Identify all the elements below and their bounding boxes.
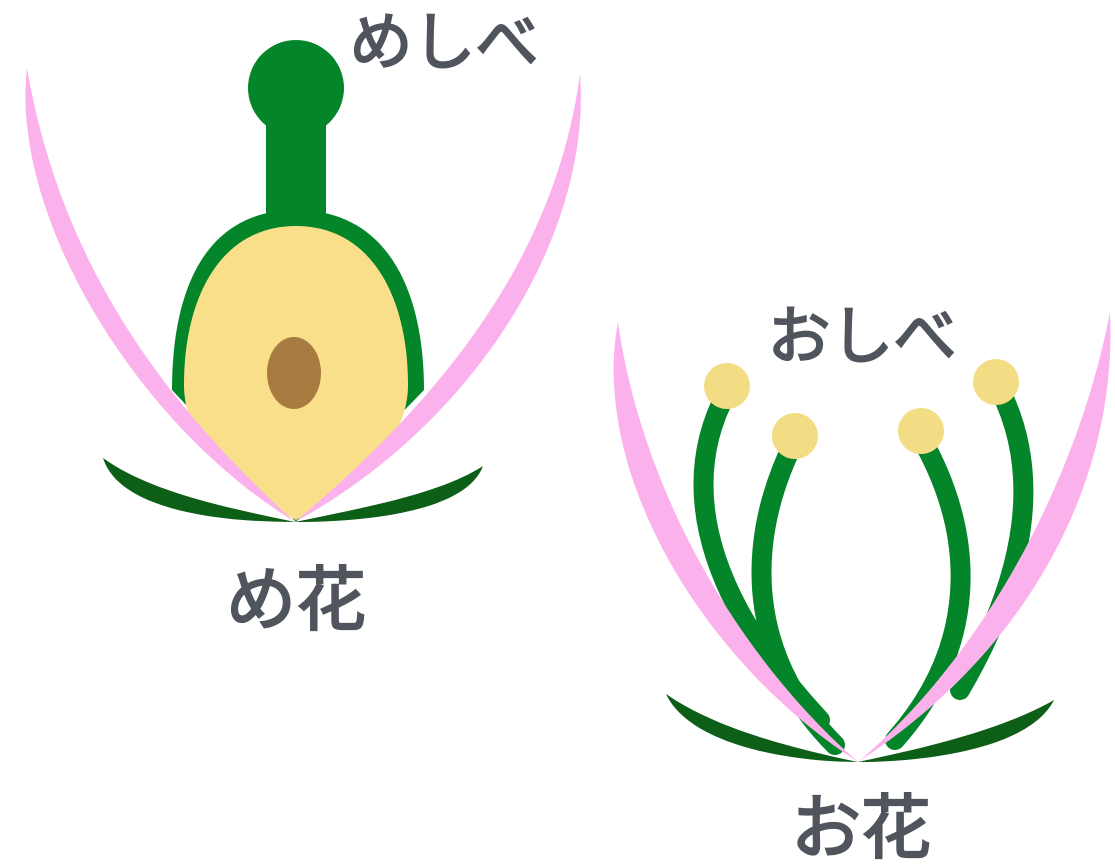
pistil-stigma [248,40,344,136]
male-flower-title: お花 [791,787,931,864]
stamen-anther-2 [772,413,818,459]
stamen-label: おしべ [768,300,957,373]
male-flower: おしべ お花 [613,300,1111,864]
male-sepal-left [666,694,858,762]
ovule [267,337,321,409]
pistil-label: めしべ [350,6,539,79]
male-sepal-right [858,700,1054,762]
male-petal-left [613,322,858,762]
female-sepal-left [103,458,295,522]
stamen-filament-2 [751,430,845,755]
stamen-anther-4 [973,359,1019,405]
female-flower: めしべ め花 [25,6,581,641]
stamen-anther-1 [704,363,750,409]
male-petal-right [858,312,1111,762]
stamen-anther-3 [898,408,944,454]
female-flower-title: め花 [226,559,366,641]
female-sepal-right [295,466,483,522]
